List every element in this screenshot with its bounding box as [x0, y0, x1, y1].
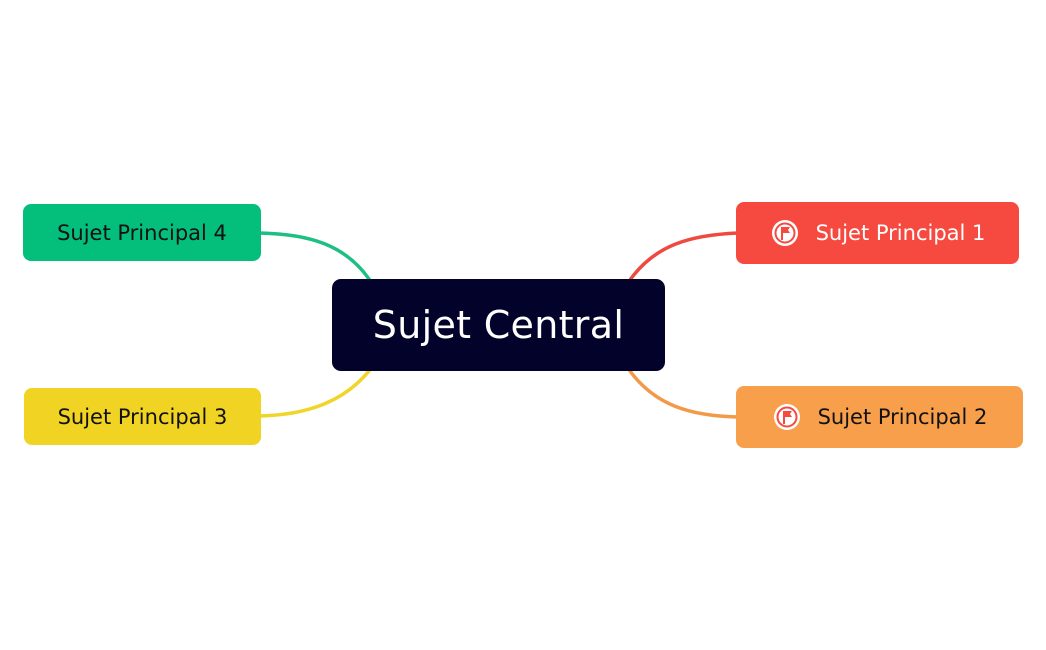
main-topic-3-label: Sujet Principal 3: [57, 404, 228, 429]
main-topic-3[interactable]: Sujet Principal 3: [24, 388, 261, 445]
main-topic-2[interactable]: Sujet Principal 2: [736, 386, 1023, 448]
central-topic-label: Sujet Central: [372, 303, 625, 347]
connector-topic-4: [257, 231, 371, 281]
connector-topic-2: [628, 369, 740, 419]
connector-topic-1: [628, 231, 740, 282]
central-topic[interactable]: Sujet Central: [332, 279, 665, 371]
flag-icon: [771, 220, 798, 246]
main-topic-1[interactable]: Sujet Principal 1: [736, 202, 1019, 264]
connector-topic-3: [257, 369, 371, 418]
main-topic-4[interactable]: Sujet Principal 4: [23, 204, 261, 261]
flag-icon: [773, 404, 800, 430]
main-topic-1-label: Sujet Principal 1: [815, 221, 986, 245]
main-topic-2-label: Sujet Principal 2: [817, 405, 988, 429]
main-topic-4-label: Sujet Principal 4: [57, 220, 227, 245]
